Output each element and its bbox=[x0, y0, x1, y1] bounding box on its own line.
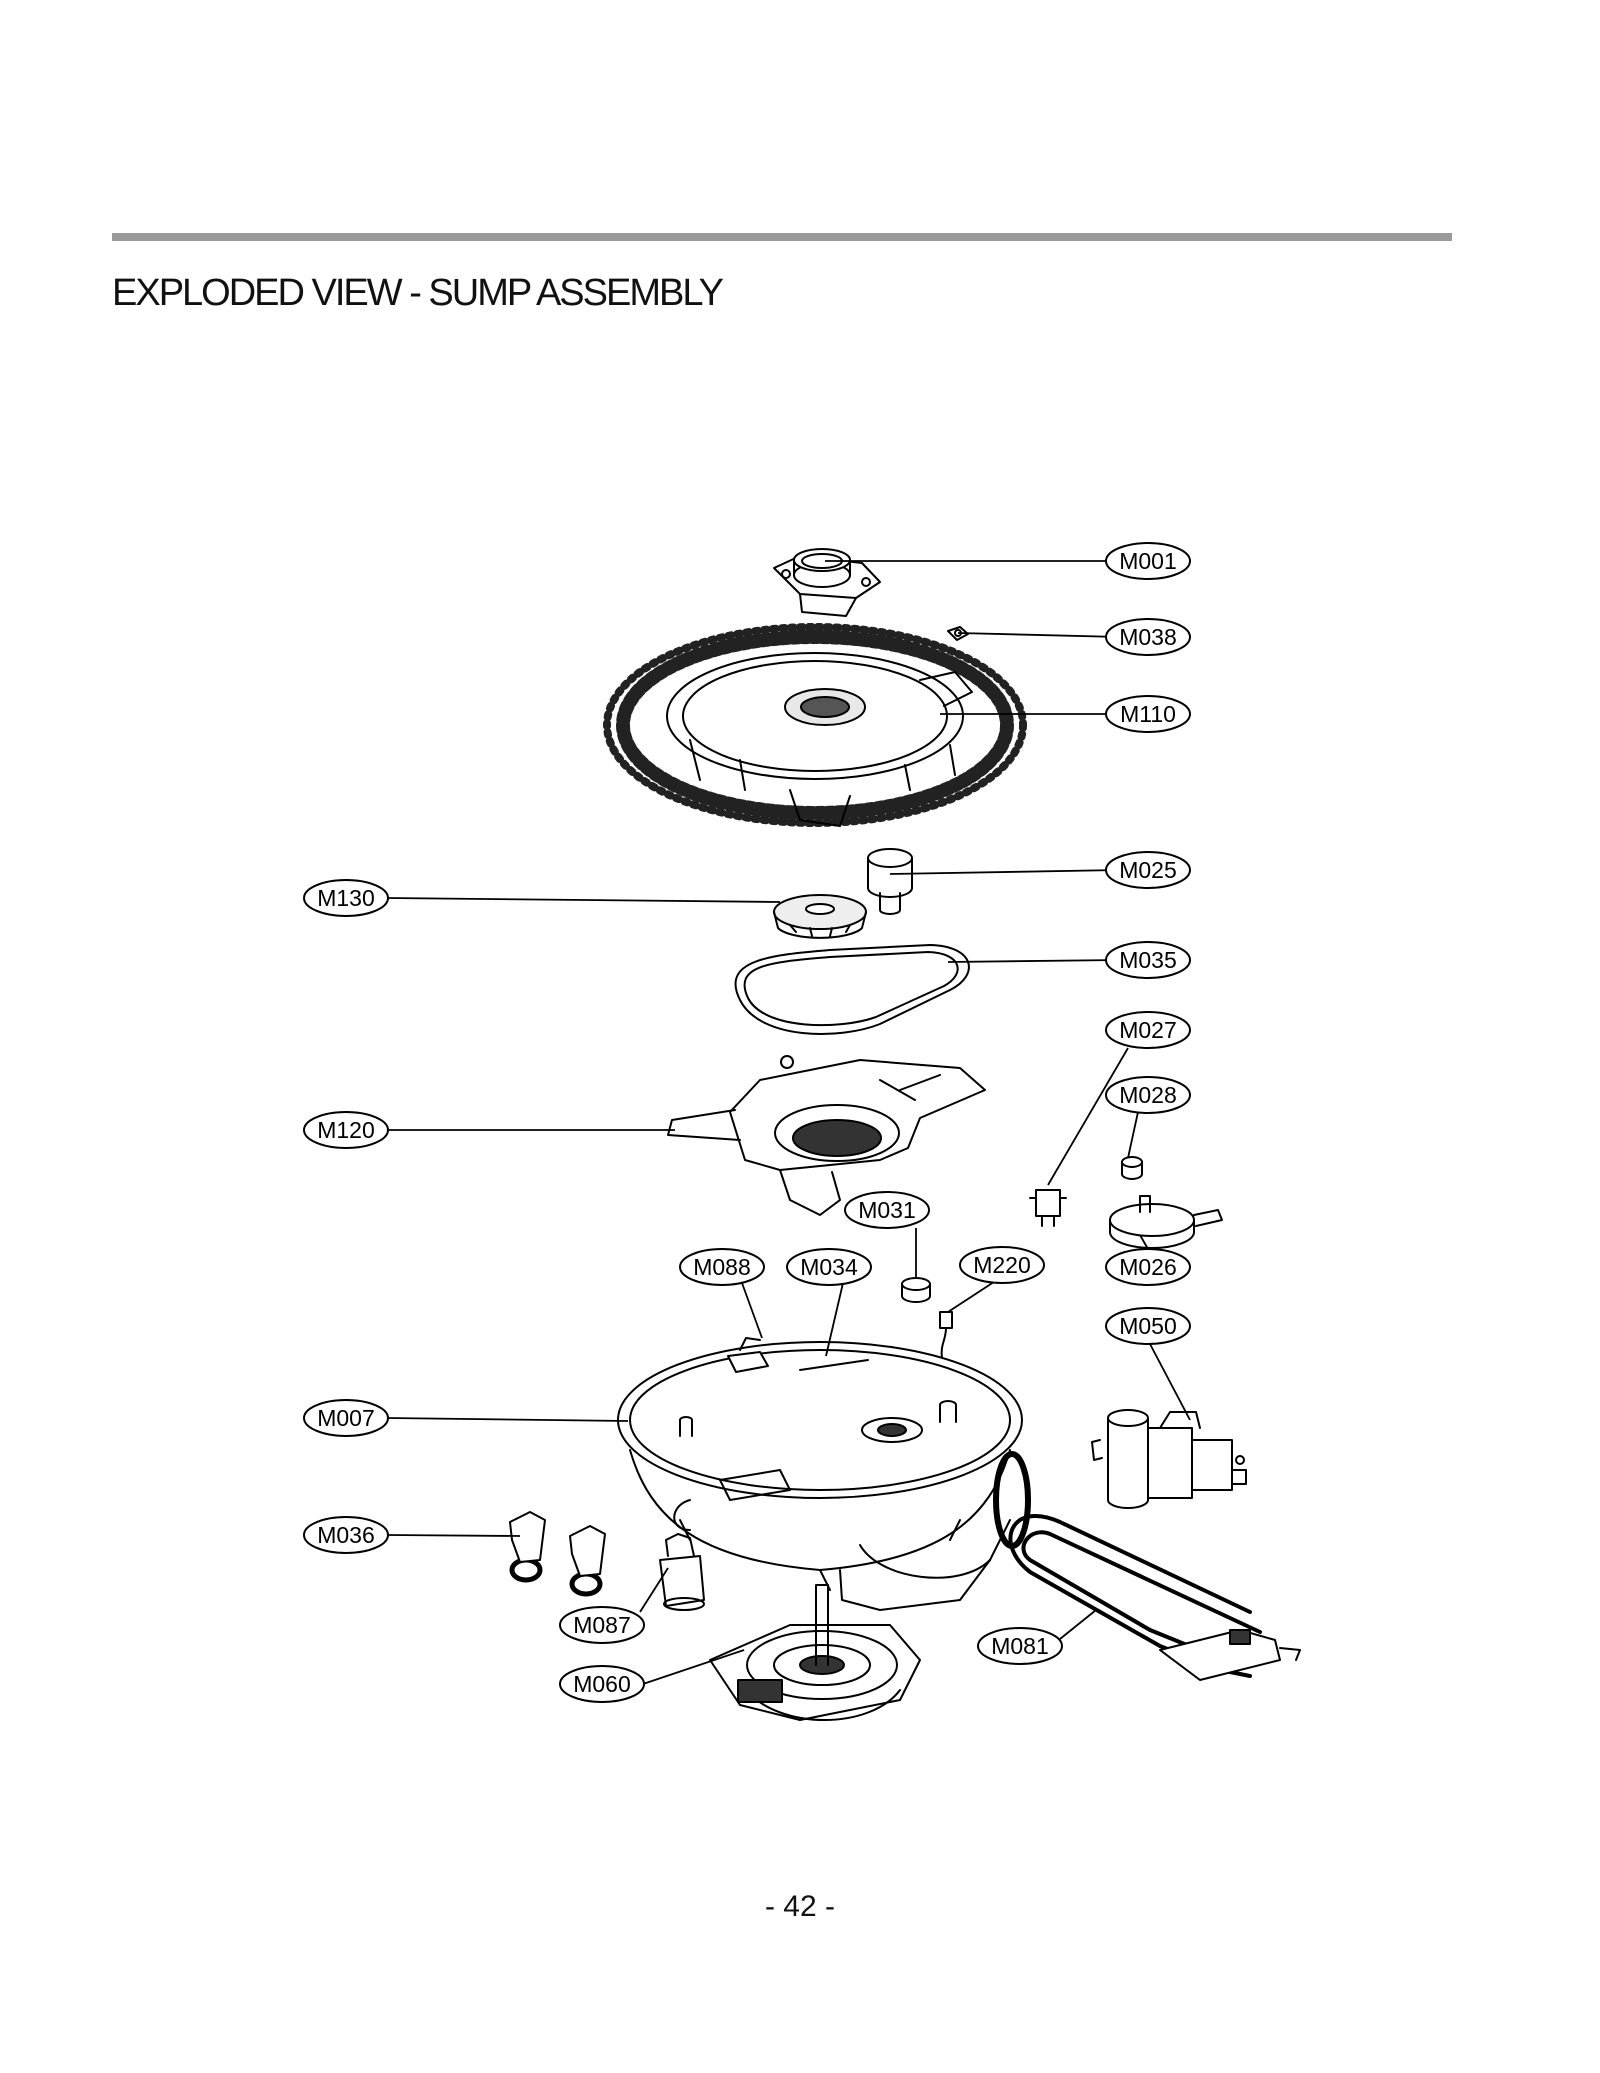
part-m027-switch bbox=[1029, 1189, 1067, 1227]
callout-label-m031: M031 bbox=[858, 1197, 916, 1223]
callout-oval-m038 bbox=[1105, 618, 1191, 656]
callout-oval-m025 bbox=[1105, 851, 1191, 889]
callout-label-m038: M038 bbox=[1119, 624, 1177, 650]
part-m025-cylinder bbox=[867, 848, 913, 915]
part-m220-connector bbox=[939, 1311, 953, 1359]
part-m130-impeller bbox=[773, 894, 867, 939]
leader-lines bbox=[387, 560, 1191, 1685]
callout-label-m060: M060 bbox=[573, 1671, 631, 1697]
part-m028-cap bbox=[1121, 1156, 1143, 1180]
callout-oval-m120 bbox=[303, 1111, 389, 1149]
callout-oval-m050 bbox=[1105, 1307, 1191, 1345]
page-number: - 42 - bbox=[764, 1890, 836, 1923]
callout-oval-m031 bbox=[844, 1191, 930, 1229]
callout-label-m120: M120 bbox=[317, 1117, 375, 1143]
callout-label-m026: M026 bbox=[1119, 1254, 1177, 1280]
part-m007-tub bbox=[617, 1337, 1031, 1611]
header-rule bbox=[112, 233, 1452, 241]
callout-label-m001: M001 bbox=[1119, 548, 1177, 574]
part-m050-pump bbox=[1091, 1409, 1247, 1509]
callout-label-m087: M087 bbox=[573, 1612, 631, 1638]
part-m081-heater bbox=[1008, 1514, 1301, 1681]
part-m110-filter-plate bbox=[603, 623, 1027, 827]
part-m120-housing bbox=[667, 1055, 986, 1216]
callout-label-m130: M130 bbox=[317, 885, 375, 911]
part-m035-gasket bbox=[734, 944, 970, 1035]
callout-oval-m087 bbox=[559, 1606, 645, 1644]
callout-label-m110: M110 bbox=[1120, 701, 1176, 727]
callout-oval-m088 bbox=[679, 1248, 765, 1286]
callout-oval-m035 bbox=[1105, 941, 1191, 979]
callout-oval-m026 bbox=[1105, 1248, 1191, 1286]
callout-label-m035: M035 bbox=[1119, 947, 1177, 973]
callout-label-m028: M028 bbox=[1119, 1082, 1177, 1108]
callout-oval-m034 bbox=[786, 1248, 872, 1286]
callout-oval-m060 bbox=[559, 1665, 645, 1703]
callout-label-m027: M027 bbox=[1119, 1017, 1177, 1043]
callout-oval-m028 bbox=[1105, 1076, 1191, 1114]
callout-oval-m007 bbox=[303, 1399, 389, 1437]
callout-label-m007: M007 bbox=[317, 1405, 375, 1431]
page-title: EXPLODED VIEW - SUMP ASSEMBLY bbox=[112, 272, 724, 314]
callout-label-m220: M220 bbox=[973, 1252, 1031, 1278]
part-m087-bracket bbox=[659, 1533, 705, 1611]
part-m031-cylinder bbox=[901, 1277, 931, 1303]
callout-label-m088: M088 bbox=[693, 1254, 751, 1280]
callout-oval-m220 bbox=[959, 1246, 1045, 1284]
part-m036-clips bbox=[509, 1511, 606, 1597]
part-m026-sensor bbox=[1109, 1195, 1223, 1249]
part-m060-motor bbox=[709, 1584, 921, 1721]
callout-label-m081: M081 bbox=[991, 1633, 1049, 1659]
callout-label-m034: M034 bbox=[800, 1254, 858, 1280]
callout-label-m025: M025 bbox=[1119, 857, 1177, 883]
callout-oval-m001 bbox=[1105, 542, 1191, 580]
callout-oval-m110 bbox=[1105, 695, 1191, 733]
callout-oval-m081 bbox=[977, 1627, 1063, 1665]
callout-oval-m027 bbox=[1105, 1011, 1191, 1049]
callout-oval-m130 bbox=[303, 879, 389, 917]
callout-label-m036: M036 bbox=[317, 1522, 375, 1548]
callout-oval-m036 bbox=[303, 1516, 389, 1554]
part-m001-cap bbox=[773, 548, 881, 617]
callout-label-m050: M050 bbox=[1119, 1313, 1177, 1339]
